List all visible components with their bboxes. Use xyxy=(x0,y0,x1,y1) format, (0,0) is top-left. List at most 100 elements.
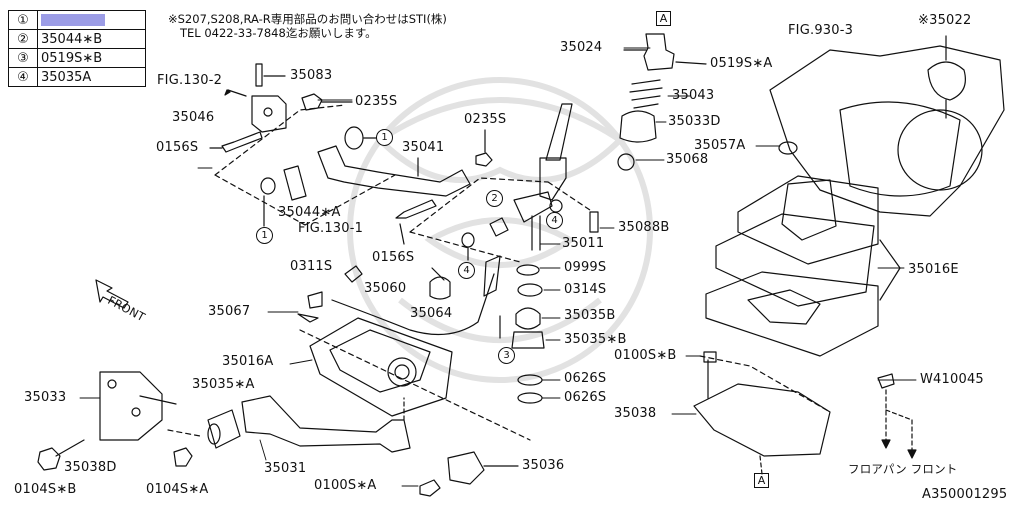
callout-4-left[interactable]: 4 xyxy=(458,262,475,279)
part-label-35057a[interactable]: 35057A xyxy=(694,138,746,153)
part-35011 xyxy=(545,103,573,161)
legend-value: 0519S∗B xyxy=(37,48,146,68)
part-bushing xyxy=(344,126,364,150)
callout-1-lower[interactable]: 1 xyxy=(256,227,273,244)
part-label-35024[interactable]: 35024 xyxy=(560,40,603,55)
part-label-35022[interactable]: ※35022 xyxy=(918,13,972,28)
part-label-0100sa[interactable]: 0100S∗A xyxy=(314,478,377,493)
part-label-35011[interactable]: 35011 xyxy=(562,236,605,251)
part-0235s-upper xyxy=(301,93,323,111)
part-label-35067[interactable]: 35067 xyxy=(208,304,251,319)
legend-key: ① xyxy=(8,10,38,30)
part-label-35060[interactable]: 35060 xyxy=(364,281,407,296)
part-35035xb xyxy=(511,331,545,349)
legend-value-highlighted xyxy=(37,10,146,30)
part-label-35044a[interactable]: 35044∗A xyxy=(278,205,341,220)
part-label-35064[interactable]: 35064 xyxy=(410,306,453,321)
part-label-35083[interactable]: 35083 xyxy=(290,68,333,83)
part-label-35036[interactable]: 35036 xyxy=(522,458,565,473)
highlight-swatch xyxy=(41,14,105,26)
part-label-0104sa[interactable]: 0104S∗A xyxy=(146,482,209,497)
part-0156s-left xyxy=(221,131,263,153)
part-label-35038d[interactable]: 35038D xyxy=(64,460,117,475)
part-35016a xyxy=(309,317,453,417)
part-0999s xyxy=(516,264,540,276)
callout-4-right[interactable]: 4 xyxy=(546,212,563,229)
part-35038 xyxy=(693,383,831,457)
legend-value: 35035A xyxy=(37,67,146,87)
part-label-35035xb[interactable]: 35035∗B xyxy=(564,332,627,347)
callout-3[interactable]: 3 xyxy=(498,347,515,364)
part-label-w410045[interactable]: W410045 xyxy=(920,372,984,387)
part-label-0519sa[interactable]: 0519S∗A xyxy=(710,56,773,71)
part-label-35031[interactable]: 35031 xyxy=(264,461,307,476)
part-35016e-top xyxy=(737,175,879,265)
floorpan-front-note: フロアパン フロント xyxy=(848,462,958,476)
part-label-35033d[interactable]: 35033D xyxy=(668,114,721,129)
part-label-0311s[interactable]: 0311S xyxy=(290,259,333,274)
part-label-35041[interactable]: 35041 xyxy=(402,140,445,155)
legend-key: ④ xyxy=(8,67,38,87)
part-35024 xyxy=(643,33,675,71)
part-0104sb xyxy=(37,447,61,471)
part-label-0156s-middle[interactable]: 0156S xyxy=(372,250,415,265)
drawing-number: A350001295 xyxy=(922,487,1008,502)
part-label-35033[interactable]: 35033 xyxy=(24,390,67,405)
part-0314s xyxy=(517,283,543,297)
front-arrow-icon xyxy=(95,279,129,309)
part-label-0235s-right[interactable]: 0235S xyxy=(464,112,507,127)
legend-row: ③ 0519S∗B xyxy=(8,48,146,68)
part-label-35088b[interactable]: 35088B xyxy=(618,220,670,235)
part-label-0235s-upper[interactable]: 0235S xyxy=(355,94,398,109)
part-label-35038[interactable]: 35038 xyxy=(614,406,657,421)
reference-marker-a-bottom[interactable]: A xyxy=(754,473,769,488)
part-label-35043[interactable]: 35043 xyxy=(672,88,715,103)
part-35067 xyxy=(297,313,319,323)
part-35033d xyxy=(619,110,657,143)
fig-ref-130-1[interactable]: FIG.130-1 xyxy=(298,221,364,236)
part-35035a xyxy=(207,409,241,449)
part-35033 xyxy=(99,371,163,441)
part-label-0626s-b[interactable]: 0626S xyxy=(564,390,607,405)
part-0104sa xyxy=(173,447,193,467)
reference-marker-a-top[interactable]: A xyxy=(656,11,671,26)
part-label-35046[interactable]: 35046 xyxy=(172,110,215,125)
legend-key: ② xyxy=(8,29,38,49)
part-0626s-a xyxy=(517,374,543,386)
part-label-0100sb[interactable]: 0100S∗B xyxy=(614,348,677,363)
part-label-0626s-a[interactable]: 0626S xyxy=(564,371,607,386)
part-35083 xyxy=(255,63,263,87)
part-0100sa xyxy=(419,479,441,497)
part-35046 xyxy=(251,95,287,133)
legend-row: ① xyxy=(8,10,146,30)
part-35041 xyxy=(317,145,471,197)
fig-ref-930-3[interactable]: FIG.930-3 xyxy=(788,23,854,38)
header-note-line1: ※S207,S208,RA-R専用部品のお問い合わせはSTI(株) xyxy=(168,12,447,26)
callout-legend-table: ① ② 35044∗B ③ 0519S∗B ④ 35035A xyxy=(8,10,146,87)
callout-2[interactable]: 2 xyxy=(486,190,503,207)
callout-1-upper[interactable]: 1 xyxy=(376,129,393,146)
part-label-35035b[interactable]: 35035B xyxy=(564,308,616,323)
part-0235s-right xyxy=(475,152,493,167)
part-label-35068[interactable]: 35068 xyxy=(666,152,709,167)
part-label-35016a[interactable]: 35016A xyxy=(222,354,274,369)
part-label-0104sb[interactable]: 0104S∗B xyxy=(14,482,77,497)
part-label-0314s[interactable]: 0314S xyxy=(564,282,607,297)
part-label-35016e[interactable]: 35016E xyxy=(908,262,959,277)
fig-ref-130-2[interactable]: FIG.130-2 xyxy=(157,73,223,88)
legend-row: ④ 35035A xyxy=(8,67,146,87)
legend-key: ③ xyxy=(8,48,38,68)
part-35088b xyxy=(589,211,599,233)
part-label-0156s-left[interactable]: 0156S xyxy=(156,140,199,155)
part-label-35035a[interactable]: 35035∗A xyxy=(192,377,255,392)
header-note-line2: TEL 0422-33-7848迄お願いします。 xyxy=(180,26,377,40)
part-35031 xyxy=(241,395,411,453)
part-label-0999s[interactable]: 0999S xyxy=(564,260,607,275)
part-35035b xyxy=(515,307,541,330)
part-console-trim xyxy=(769,45,1005,217)
part-35068 xyxy=(617,153,635,171)
part-0311s xyxy=(344,265,363,283)
part-35064 xyxy=(429,276,451,300)
part-35060 xyxy=(331,273,495,336)
